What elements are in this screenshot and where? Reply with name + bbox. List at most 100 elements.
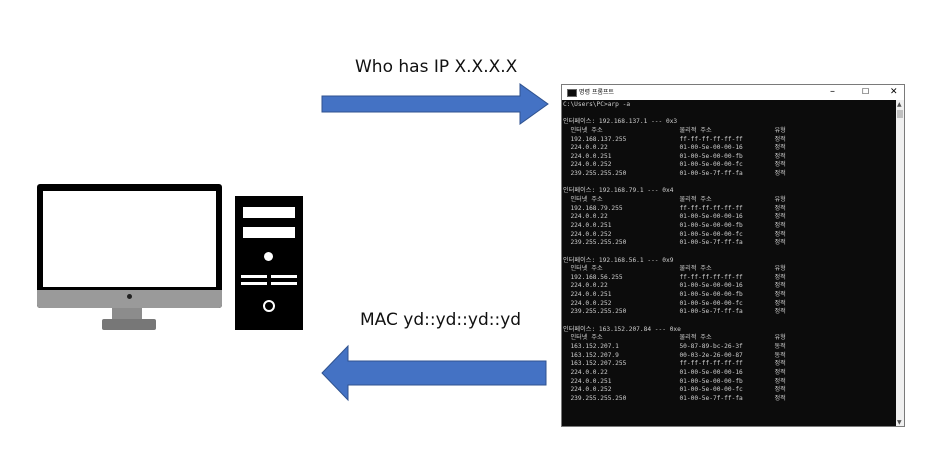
entry-ip: 224.0.0.251 xyxy=(570,377,612,385)
vent xyxy=(271,275,297,278)
pc-tower-icon xyxy=(235,196,303,330)
entry-ip: 192.168.56.255 xyxy=(570,273,623,281)
entry-ip: 163.152.207.9 xyxy=(570,351,619,359)
header-mac: 물리적 주소 xyxy=(679,265,712,273)
entry-mac: ff-ff-ff-ff-ff-ff xyxy=(679,135,743,143)
scrollbar-thumb[interactable] xyxy=(897,110,903,118)
entry-ip: 224.0.0.251 xyxy=(570,152,612,160)
entry-ip: 224.0.0.252 xyxy=(570,161,612,169)
entry-type: 정적 xyxy=(774,161,786,169)
entry-mac: 01-00-5e-00-00-16 xyxy=(679,282,743,290)
entry-type: 정적 xyxy=(774,299,786,307)
interface-line: 인터페이스: 192.168.137.1 --- 0x3 xyxy=(563,118,678,126)
window-title: 명령 프롬프트 xyxy=(579,89,615,96)
camera-icon xyxy=(127,294,132,299)
blank-line xyxy=(563,403,896,412)
header-type: 유형 xyxy=(774,265,786,273)
entry-type: 정적 xyxy=(774,394,786,402)
title-bar[interactable]: 명령 프롬프트 – ☐ ✕ xyxy=(562,85,904,100)
reply-label: MAC yd::yd::yd::yd xyxy=(360,310,522,330)
blank-line xyxy=(563,317,896,326)
vent xyxy=(271,282,297,285)
minimize-button[interactable]: – xyxy=(830,86,835,97)
interface-line: 인터페이스: 192.168.56.1 --- 0x9 xyxy=(563,256,674,264)
entry-ip: 224.0.0.22 xyxy=(570,213,608,221)
entry-mac: 01-00-5e-00-00-fb xyxy=(679,152,743,160)
entry-mac: 01-00-5e-00-00-fc xyxy=(679,161,743,169)
entry-ip: 224.0.0.251 xyxy=(570,291,612,299)
request-arrow xyxy=(321,83,549,125)
header-ip: 인터넷 주소 xyxy=(570,126,603,134)
header-ip: 인터넷 주소 xyxy=(570,334,603,342)
monitor-screen xyxy=(43,191,216,287)
header-mac: 물리적 주소 xyxy=(679,334,712,342)
scrollbar[interactable]: ▲ ▼ xyxy=(896,100,904,426)
header-type: 유형 xyxy=(774,196,786,204)
entry-type: 정적 xyxy=(774,282,786,290)
entry-ip: 239.255.255.250 xyxy=(570,394,627,402)
close-button[interactable]: ✕ xyxy=(890,87,898,97)
header-type: 유형 xyxy=(774,126,786,134)
power-button-icon xyxy=(263,300,275,312)
entry-mac: 01-00-5e-00-00-fb xyxy=(679,221,743,229)
header-mac: 물리적 주소 xyxy=(679,196,712,204)
blank-line xyxy=(563,110,896,119)
entry-ip: 224.0.0.22 xyxy=(570,144,608,152)
entry-mac: ff-ff-ff-ff-ff-ff xyxy=(679,360,743,368)
monitor-icon xyxy=(37,184,222,308)
monitor-neck xyxy=(112,308,142,320)
entry-ip: 224.0.0.252 xyxy=(570,386,612,394)
entry-type: 정적 xyxy=(774,221,786,229)
arp-entry-row: 224.0.0.22 01-00-5e-00-00-16 정적 xyxy=(563,144,896,153)
entry-ip: 239.255.255.250 xyxy=(570,170,627,178)
entry-mac: 00-03-2e-26-00-87 xyxy=(679,351,743,359)
scroll-down-icon[interactable]: ▼ xyxy=(897,419,902,426)
entry-type: 정적 xyxy=(774,213,786,221)
arp-entry-row: 224.0.0.252 01-00-5e-00-00-fc 정적 xyxy=(563,161,896,170)
entry-mac: 01-00-5e-7f-ff-fa xyxy=(679,239,743,247)
entry-mac: 01-00-5e-00-00-fc xyxy=(679,230,743,238)
entry-type: 동적 xyxy=(774,342,786,350)
entry-type: 정적 xyxy=(774,204,786,212)
entry-mac: 01-00-5e-00-00-fc xyxy=(679,386,743,394)
header-type: 유형 xyxy=(774,334,786,342)
entry-ip: 224.0.0.22 xyxy=(570,368,608,376)
maximize-button[interactable]: ☐ xyxy=(862,87,870,96)
entry-type: 정적 xyxy=(774,308,786,316)
arp-entry-row: 224.0.0.252 01-00-5e-00-00-fc 정적 xyxy=(563,231,896,240)
power-led-icon xyxy=(264,252,273,261)
vent xyxy=(241,282,267,285)
entry-type: 정적 xyxy=(774,360,786,368)
entry-mac: 01-00-5e-7f-ff-fa xyxy=(679,170,743,178)
entry-type: 정적 xyxy=(774,230,786,238)
entry-ip: 163.152.207.1 xyxy=(570,342,619,350)
entry-mac: 01-00-5e-00-00-16 xyxy=(679,144,743,152)
vent xyxy=(241,275,267,278)
entry-ip: 192.168.79.255 xyxy=(570,204,623,212)
entry-ip: 224.0.0.252 xyxy=(570,230,612,238)
entry-type: 정적 xyxy=(774,144,786,152)
arp-entry-row: 192.168.79.255 ff-ff-ff-ff-ff-ff 정적 xyxy=(563,205,896,214)
scroll-up-icon[interactable]: ▲ xyxy=(897,101,902,108)
entry-mac: ff-ff-ff-ff-ff-ff xyxy=(679,273,743,281)
interface-line: 인터페이스: 163.152.207.84 --- 0xe xyxy=(563,325,681,333)
drive-bay xyxy=(243,227,295,238)
monitor-chin xyxy=(37,290,222,308)
entry-mac: ff-ff-ff-ff-ff-ff xyxy=(679,204,743,212)
